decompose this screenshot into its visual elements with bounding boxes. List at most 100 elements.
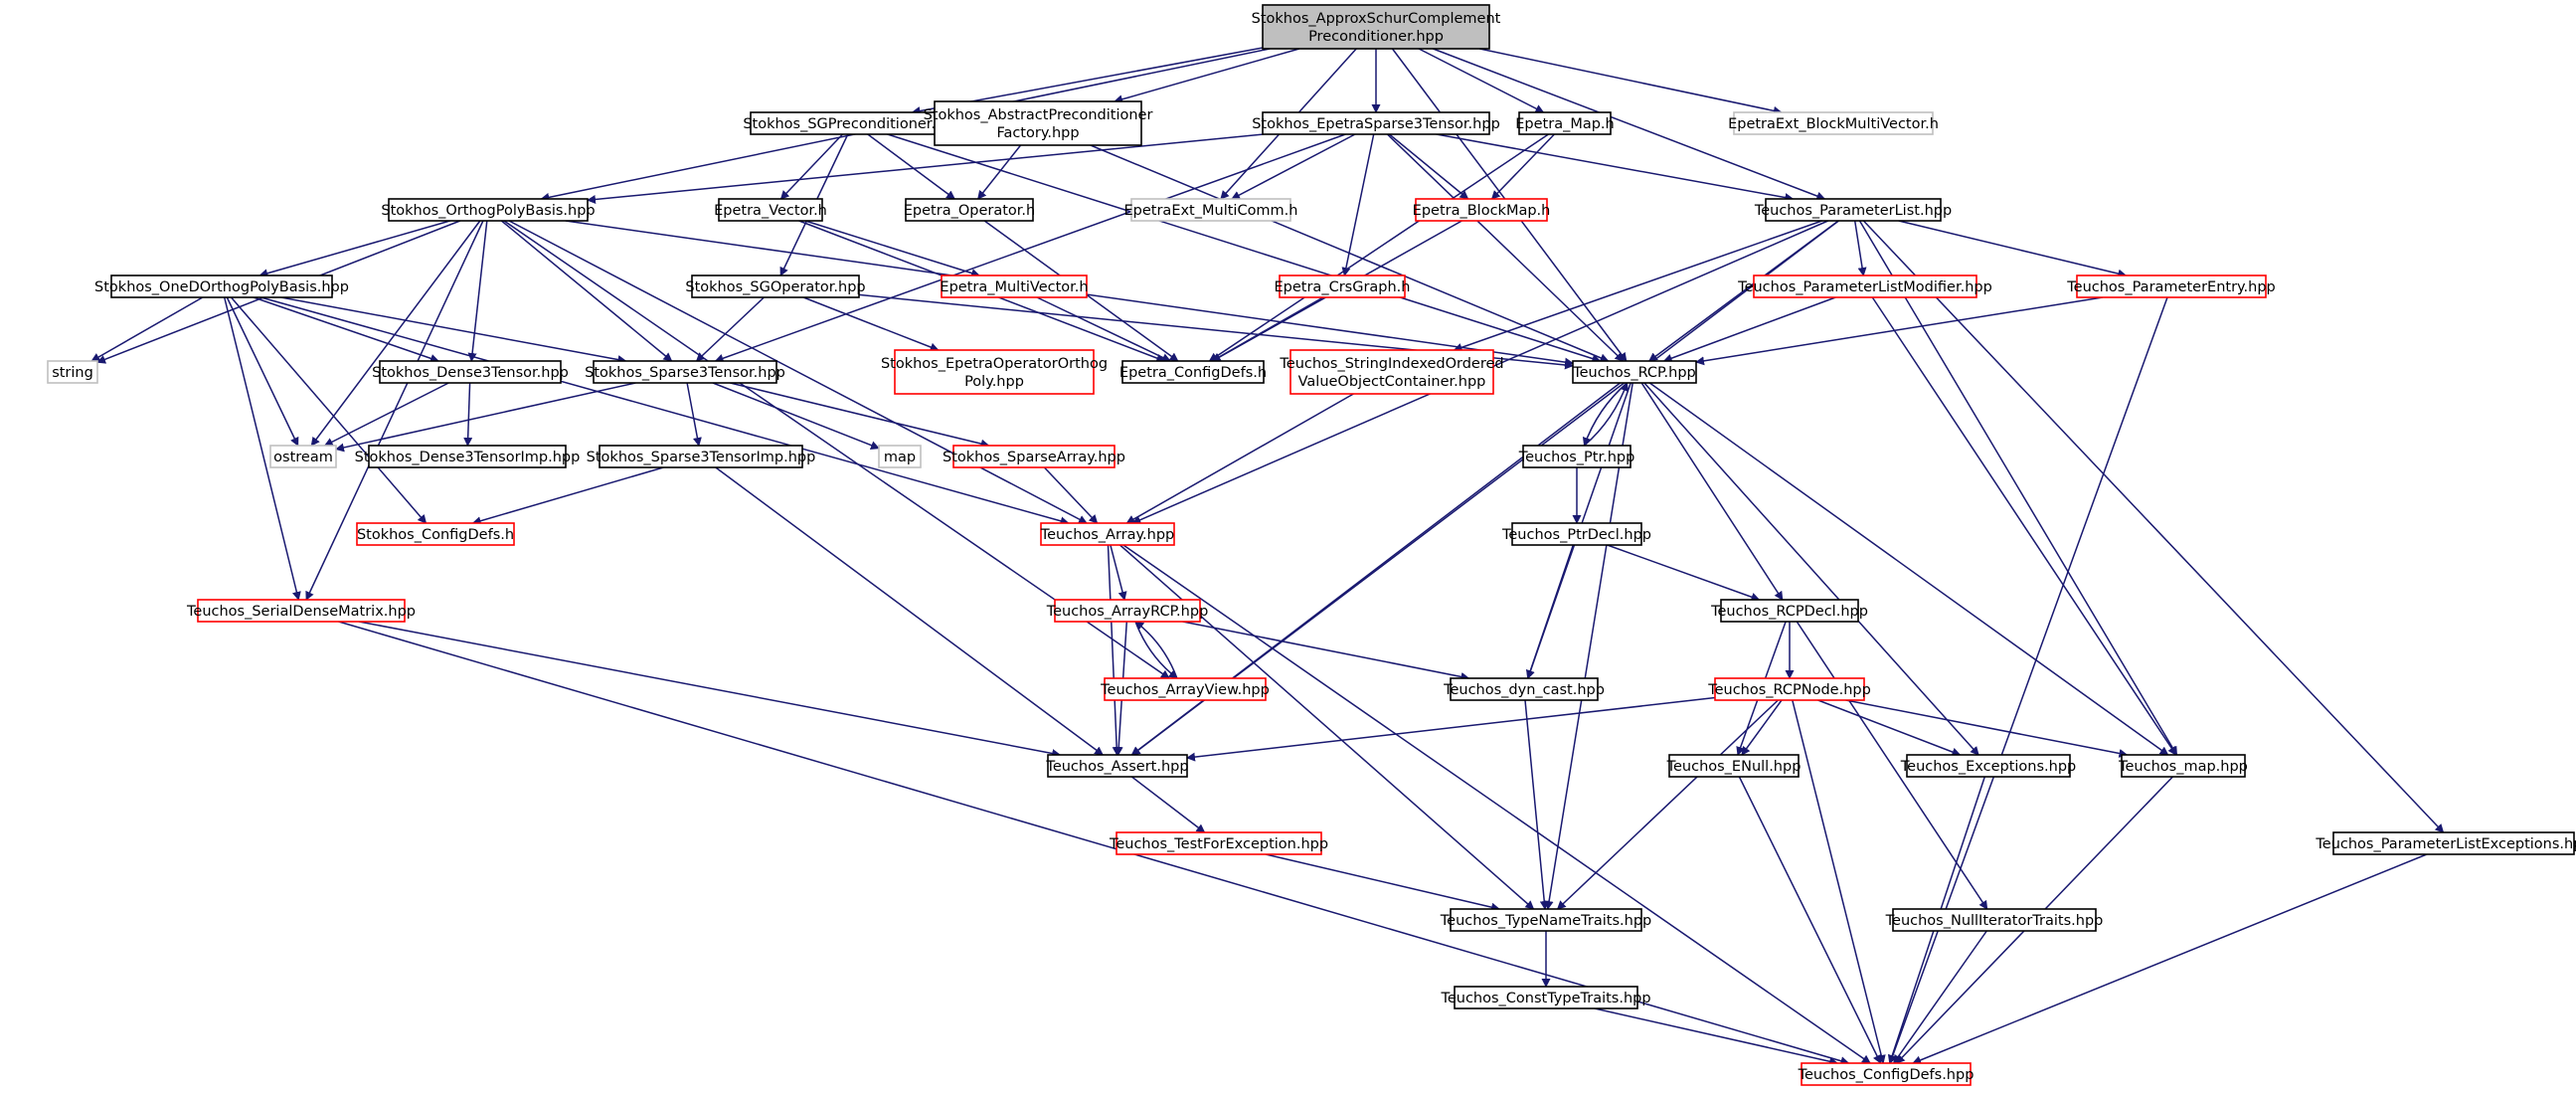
node-epmv[interactable]: Epetra_MultiVector.h	[940, 274, 1089, 298]
node-box	[388, 198, 589, 222]
node-box	[1130, 198, 1291, 222]
node-box	[2121, 754, 2246, 778]
node-label: Factory.hpp	[996, 125, 1079, 141]
node-label: Stokhos_Sparse3TensorImp.hpp	[587, 450, 816, 465]
node-tcd[interactable]: Teuchos_ConfigDefs.hpp	[1798, 1062, 1975, 1086]
node-box	[110, 274, 333, 298]
node-tptr[interactable]: Teuchos_Ptr.hpp	[1518, 445, 1635, 468]
node-tarr[interactable]: Teuchos_Array.hpp	[1040, 522, 1175, 546]
node-tptrd[interactable]: Teuchos_PtrDecl.hpp	[1501, 522, 1651, 546]
node-box	[1047, 754, 1188, 778]
edge-opb-to-d3t	[467, 220, 488, 362]
edge-epmap-to-epcd	[1208, 133, 1549, 362]
node-s3t[interactable]: Stokhos_Sparse3Tensor.hpp	[585, 360, 785, 384]
node-box	[599, 445, 803, 468]
node-s3ti[interactable]: Stokhos_Sparse3TensorImp.hpp	[587, 445, 816, 468]
node-tdc[interactable]: Teuchos_dyn_cast.hpp	[1443, 677, 1605, 701]
node-ttnt[interactable]: Teuchos_TypeNameTraits.hpp	[1440, 908, 1651, 932]
node-d3t[interactable]: Stokhos_Dense3Tensor.hpp	[372, 360, 569, 384]
node-box	[47, 360, 98, 384]
node-label: Teuchos_ParameterList.hpp	[1754, 203, 1952, 219]
node-string: string	[47, 360, 98, 384]
edge-eps3t-to-tpl	[1436, 133, 1795, 203]
node-label: map	[884, 450, 916, 465]
node-label: Teuchos_ParameterListExceptions.hpp	[2315, 836, 2576, 852]
node-tpe[interactable]: Teuchos_ParameterEntry.hpp	[2066, 274, 2276, 298]
node-sgprec[interactable]: Stokhos_SGPreconditioner.hpp	[743, 111, 963, 135]
node-sgop[interactable]: Stokhos_SGOperator.hpp	[685, 274, 866, 298]
node-tarcp[interactable]: Teuchos_ArrayRCP.hpp	[1046, 599, 1209, 623]
node-epbmap[interactable]: Epetra_BlockMap.h	[1413, 198, 1551, 222]
edge-s3t-to-map	[712, 382, 880, 450]
edge-root-to-abspf	[1114, 48, 1300, 104]
node-root[interactable]: Stokhos_ApproxSchurComplementPreconditio…	[1252, 4, 1501, 50]
node-label: Teuchos_TypeNameTraits.hpp	[1440, 913, 1651, 929]
node-tas[interactable]: Teuchos_Assert.hpp	[1045, 754, 1189, 778]
edge-eps3t-to-opb	[587, 133, 1265, 205]
node-trcpd[interactable]: Teuchos_RCPDecl.hpp	[1710, 599, 1868, 623]
node-tplex[interactable]: Teuchos_ParameterListExceptions.hpp	[2315, 831, 2576, 855]
edge-s3t-to-ssa	[730, 382, 990, 449]
node-tmap[interactable]: Teuchos_map.hpp	[2118, 754, 2248, 778]
node-opb[interactable]: Stokhos_OrthogPolyBasis.hpp	[381, 198, 596, 222]
node-label: ostream	[273, 450, 333, 465]
node-label: string	[52, 365, 93, 381]
node-box	[356, 522, 515, 546]
node-oneopb[interactable]: Stokhos_OneDOrthogPolyBasis.hpp	[94, 274, 349, 298]
node-epcrs[interactable]: Epetra_CrsGraph.h	[1275, 274, 1411, 298]
edge-tpl-to-tsio	[1453, 220, 1822, 352]
node-tsio[interactable]: Teuchos_StringIndexedOrderedValueObjectC…	[1279, 349, 1504, 395]
node-epmap[interactable]: Epetra_Map.h	[1515, 111, 1615, 135]
edge-tarr-to-tarcp	[1110, 544, 1127, 601]
node-epvec[interactable]: Epetra_Vector.h	[714, 198, 827, 222]
node-label: Teuchos_ParameterListModifier.hpp	[1737, 279, 1992, 295]
node-tplm[interactable]: Teuchos_ParameterListModifier.hpp	[1737, 274, 1992, 298]
node-tctt[interactable]: Teuchos_ConstTypeTraits.hpp	[1440, 986, 1651, 1009]
edge-s3ti-to-scd	[471, 466, 664, 526]
node-trcpn[interactable]: Teuchos_RCPNode.hpp	[1707, 677, 1871, 701]
node-box	[1289, 349, 1494, 395]
node-label: Teuchos_Array.hpp	[1040, 527, 1175, 543]
node-label: Stokhos_AbstractPreconditioner	[924, 107, 1153, 123]
edge-sgprec-to-epvec	[779, 133, 844, 200]
node-label: Teuchos_RCPDecl.hpp	[1710, 604, 1868, 620]
edge-tarcp-to-tdc	[1182, 621, 1470, 681]
node-ttfe[interactable]: Teuchos_TestForException.hpp	[1109, 831, 1328, 855]
node-box	[197, 599, 406, 623]
edge-ssa-to-tarr	[1043, 466, 1099, 524]
edge-opb-to-oneopb	[258, 220, 450, 278]
node-tsdm[interactable]: Teuchos_SerialDenseMatrix.hpp	[186, 599, 416, 623]
node-label: Epetra_Map.h	[1515, 116, 1614, 132]
node-box	[1572, 360, 1697, 384]
edge-opb-to-s3t	[500, 220, 673, 362]
node-tpl[interactable]: Teuchos_ParameterList.hpp	[1754, 198, 1952, 222]
node-d3ti[interactable]: Stokhos_Dense3TensorImp.hpp	[355, 445, 581, 468]
node-label: Teuchos_ArrayView.hpp	[1100, 682, 1270, 698]
node-box	[1714, 677, 1865, 701]
node-tnit[interactable]: Teuchos_NullIteratorTraits.hpp	[1885, 908, 2104, 932]
node-epmc: EpetraExt_MultiComm.h	[1124, 198, 1297, 222]
node-scd[interactable]: Stokhos_ConfigDefs.h	[356, 522, 515, 546]
edge-tpl-to-tplm	[1853, 220, 1867, 276]
edge-trcp-to-tptr	[1582, 382, 1628, 447]
node-trcp[interactable]: Teuchos_RCP.hpp	[1572, 360, 1697, 384]
node-ten[interactable]: Teuchos_ENull.hpp	[1666, 754, 1802, 778]
node-label: Teuchos_StringIndexedOrdered	[1279, 356, 1503, 372]
node-box	[1518, 111, 1612, 135]
node-epcd[interactable]: Epetra_ConfigDefs.h	[1119, 360, 1267, 384]
edge-trcpn-to-tcd	[1792, 699, 1886, 1064]
edge-tctt-to-tcd	[1594, 1007, 1839, 1066]
node-tav[interactable]: Teuchos_ArrayView.hpp	[1100, 677, 1270, 701]
node-label: Stokhos_Dense3TensorImp.hpp	[355, 450, 581, 465]
node-label: ValueObjectContainer.hpp	[1298, 374, 1486, 390]
node-box	[269, 445, 337, 468]
edge-abspf-to-epop	[977, 144, 1022, 200]
node-ssa[interactable]: Stokhos_SparseArray.hpp	[943, 445, 1125, 468]
node-label: Teuchos_RCPNode.hpp	[1707, 682, 1871, 698]
node-eps3t[interactable]: Stokhos_EpetraSparse3Tensor.hpp	[1252, 111, 1500, 135]
node-epop[interactable]: Epetra_Operator.h	[904, 198, 1035, 222]
node-label: Epetra_CrsGraph.h	[1275, 279, 1411, 295]
node-abspf[interactable]: Stokhos_AbstractPreconditionerFactory.hp…	[924, 100, 1153, 146]
node-texc[interactable]: Teuchos_Exceptions.hpp	[1900, 754, 2076, 778]
